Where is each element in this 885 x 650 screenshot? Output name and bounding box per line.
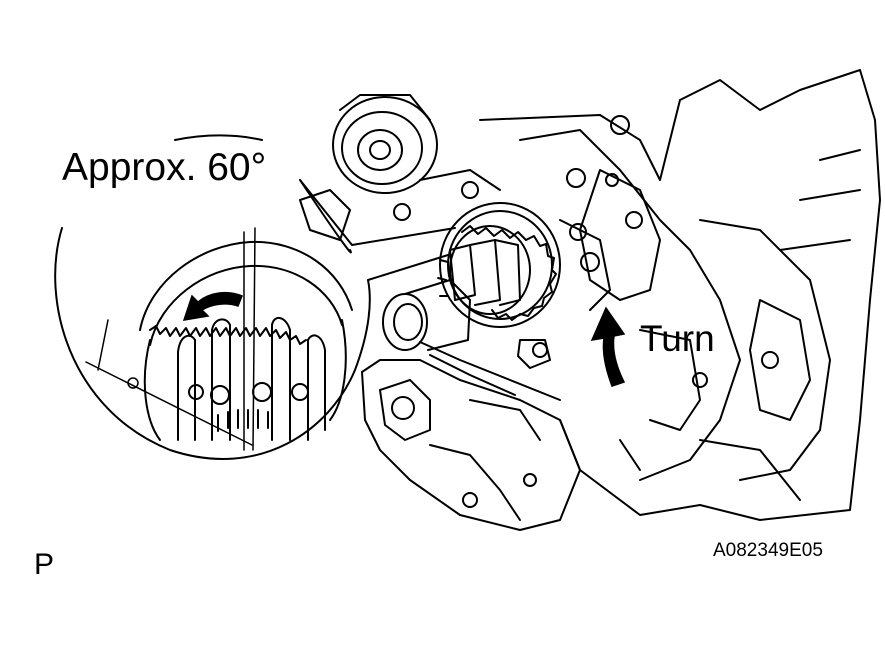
magnified-view [54, 134, 456, 460]
timing-gear [437, 202, 561, 328]
turn-label: Turn [640, 318, 715, 359]
idler-pulley [299, 94, 501, 241]
engine-block [479, 69, 881, 521]
figure-code: A082349E05 [713, 540, 823, 561]
angle-label: Approx. 60° [62, 146, 267, 189]
turn-arrow-icon [590, 306, 626, 387]
corner-letter: P [34, 548, 55, 581]
rotation-arrow-icon [182, 291, 243, 321]
socket-wrench [382, 279, 561, 401]
lower-housing [361, 359, 581, 531]
